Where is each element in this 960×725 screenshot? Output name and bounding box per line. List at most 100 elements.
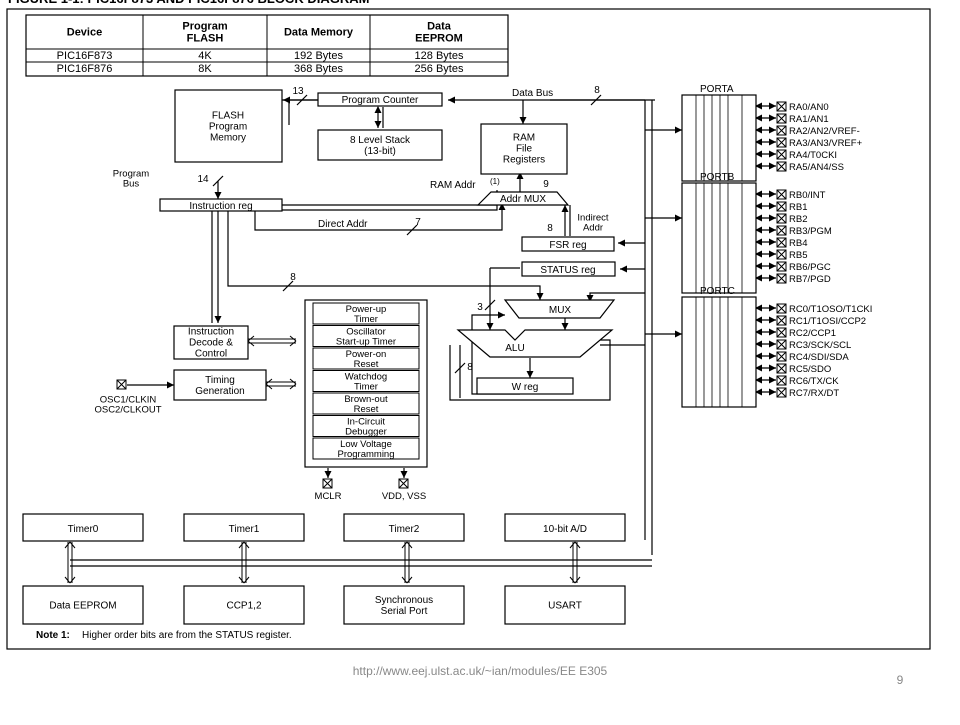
peripheral-bus-link-3 xyxy=(401,541,413,584)
instruction-decode-box xyxy=(173,325,249,360)
port-2-block xyxy=(681,182,757,294)
decode-to-timers-arrow xyxy=(247,335,297,347)
peripheral-bottom-3 xyxy=(343,585,465,625)
timer-cell-2-label-line-2: Start-up Timer xyxy=(336,337,396,348)
table-cell-r2-c1: PIC16F876 xyxy=(57,63,113,75)
vdd-pin-box xyxy=(398,478,409,489)
port-3-pin-1-box xyxy=(776,303,787,314)
direct-addr-path xyxy=(254,203,506,231)
osc-pin-label-line-1: OSC1/CLKIN xyxy=(100,395,157,406)
pc-width-slash xyxy=(296,94,308,106)
peripheral-bottom-4 xyxy=(504,585,626,625)
port-2-name: PORTB xyxy=(700,172,735,183)
table-cell-r2-c3: 368 Bytes xyxy=(294,63,343,75)
table-header-2-line-2: FLASH xyxy=(187,33,224,45)
peripheral-bottom-1 xyxy=(22,585,144,625)
peripheral-bus-link-4 xyxy=(569,541,581,584)
status-width-slash xyxy=(484,299,496,311)
timer-cell-5-label-line-1: Brown-out xyxy=(344,394,388,405)
direct-addr-label: Direct Addr xyxy=(318,219,368,230)
ram-addr-width: 9 xyxy=(543,179,549,190)
osc-pin-label-line-2: OSC2/CLKOUT xyxy=(94,405,161,416)
timer-cell-6 xyxy=(312,415,420,437)
status-reg-label: STATUS reg xyxy=(540,265,595,276)
timing-generation-box xyxy=(173,369,267,401)
port-1-block xyxy=(681,94,757,182)
pc-width-label: 13 xyxy=(292,86,304,97)
port-1-pin-4-box xyxy=(776,137,787,148)
port-3-name: PORTC xyxy=(700,286,735,297)
port-3-pin-5-box xyxy=(776,351,787,362)
port-3-pin-3-box xyxy=(776,327,787,338)
diagram-labels: FIGURE 1-1: PIC16F873 AND PIC16F876 BLOC… xyxy=(8,0,872,641)
timer-cell-7-label-line-2: Programming xyxy=(337,449,394,460)
ram-addr-note: (1) xyxy=(490,177,500,186)
port-3-pin-3-label: RC2/CCP1 xyxy=(789,328,836,339)
fsr-reg-label: FSR reg xyxy=(549,240,586,251)
port-1-pin-3-box xyxy=(776,125,787,136)
flash-label-line-1: FLASH xyxy=(212,111,244,122)
data-bus-label: Data Bus xyxy=(512,88,553,99)
peripheral-top-2 xyxy=(183,513,305,542)
port-1-pin-1-label: RA0/AN0 xyxy=(789,102,829,113)
port-2-pin-1-box xyxy=(776,189,787,200)
port-3-pin-4-label: RC3/SCK/SCL xyxy=(789,340,851,351)
timer-cell-4-label-line-2: Timer xyxy=(354,382,378,393)
ir-to-mux-literal xyxy=(227,211,544,300)
table-header-2-line-1: Program xyxy=(182,21,227,33)
w-reg-box xyxy=(476,377,574,395)
port-2-pin-4-label: RB3/PGM xyxy=(789,226,832,237)
timer-cell-4-label-line-1: Watchdog xyxy=(345,372,387,383)
program-counter-label: Program Counter xyxy=(342,95,419,106)
osc-pin-box xyxy=(116,379,127,390)
timing-label-line-2: Generation xyxy=(195,386,244,397)
timer-cell-2-label-line-1: Oscillator xyxy=(346,327,386,338)
peripheral-bottom-2-label-line-1: CCP1,2 xyxy=(226,601,261,612)
connection-lines xyxy=(64,94,776,584)
port-1-pin-2-label: RA1/AN1 xyxy=(789,114,829,125)
timing-label-line-1: Timing xyxy=(205,375,235,386)
port-2-pin-8-label: RB7/PGD xyxy=(789,274,831,285)
table-header-3-line-1: Data Memory xyxy=(284,27,354,39)
port-3-pin-2-box xyxy=(776,315,787,326)
timer-cell-7 xyxy=(312,437,420,460)
figure-title: FIGURE 1-1: PIC16F873 AND PIC16F876 BLOC… xyxy=(8,0,369,6)
port-2-pin-5-label: RB4 xyxy=(789,238,807,249)
direct-addr-width: 7 xyxy=(415,217,421,228)
stack-box xyxy=(317,129,443,161)
port-3-pin-4-box xyxy=(776,339,787,350)
stack-label-line-1: 8 Level Stack xyxy=(350,135,411,146)
port-1-pin-5-label: RA4/T0CKI xyxy=(789,150,837,161)
instruction-decode-label-line-3: Control xyxy=(195,349,227,360)
port-3-pin-6-label: RC5/SDO xyxy=(789,364,831,375)
timer-cell-2 xyxy=(312,325,420,347)
ram-file-registers-box xyxy=(480,123,568,175)
status-width-label: 3 xyxy=(477,302,483,313)
indirect-addr-label-line-1: Indirect xyxy=(577,213,609,224)
program-bus-label-line-1: Program xyxy=(113,169,150,180)
status-reg-box xyxy=(521,261,616,277)
peripheral-bus-link-1 xyxy=(64,541,76,584)
port-2-pin-5-box xyxy=(776,237,787,248)
port-1-name: PORTA xyxy=(700,84,734,95)
timer-cell-5-label-line-2: Reset xyxy=(354,404,379,415)
port-2-pin-7-box xyxy=(776,261,787,272)
indirect-addr-label-line-2: Addr xyxy=(583,223,603,234)
peripheral-top-1 xyxy=(22,513,144,542)
timer-cell-1-label-line-1: Power-up xyxy=(346,304,387,315)
instruction-decode-label-line-1: Instruction xyxy=(188,327,234,338)
timer-cell-7-label-line-1: Low Voltage xyxy=(340,439,392,450)
peripheral-top-3-label: Timer2 xyxy=(389,524,420,535)
w-bus-slash xyxy=(454,362,466,374)
port-3-pin-5-label: RC4/SDI/SDA xyxy=(789,352,849,363)
addr-mux-shape xyxy=(476,191,570,206)
table-cell-r1-c3: 192 Bytes xyxy=(294,50,343,62)
w-reg-label: W reg xyxy=(512,382,539,393)
ram-label-line-2: File xyxy=(516,144,533,155)
ram-label-line-1: RAM xyxy=(513,133,535,144)
port-1-pin-3-label: RA2/AN2/VREF- xyxy=(789,126,860,137)
peripheral-top-4-label: 10-bit A/D xyxy=(543,524,587,535)
port-1-pin-1-box xyxy=(776,101,787,112)
timer-cell-1 xyxy=(312,302,420,325)
